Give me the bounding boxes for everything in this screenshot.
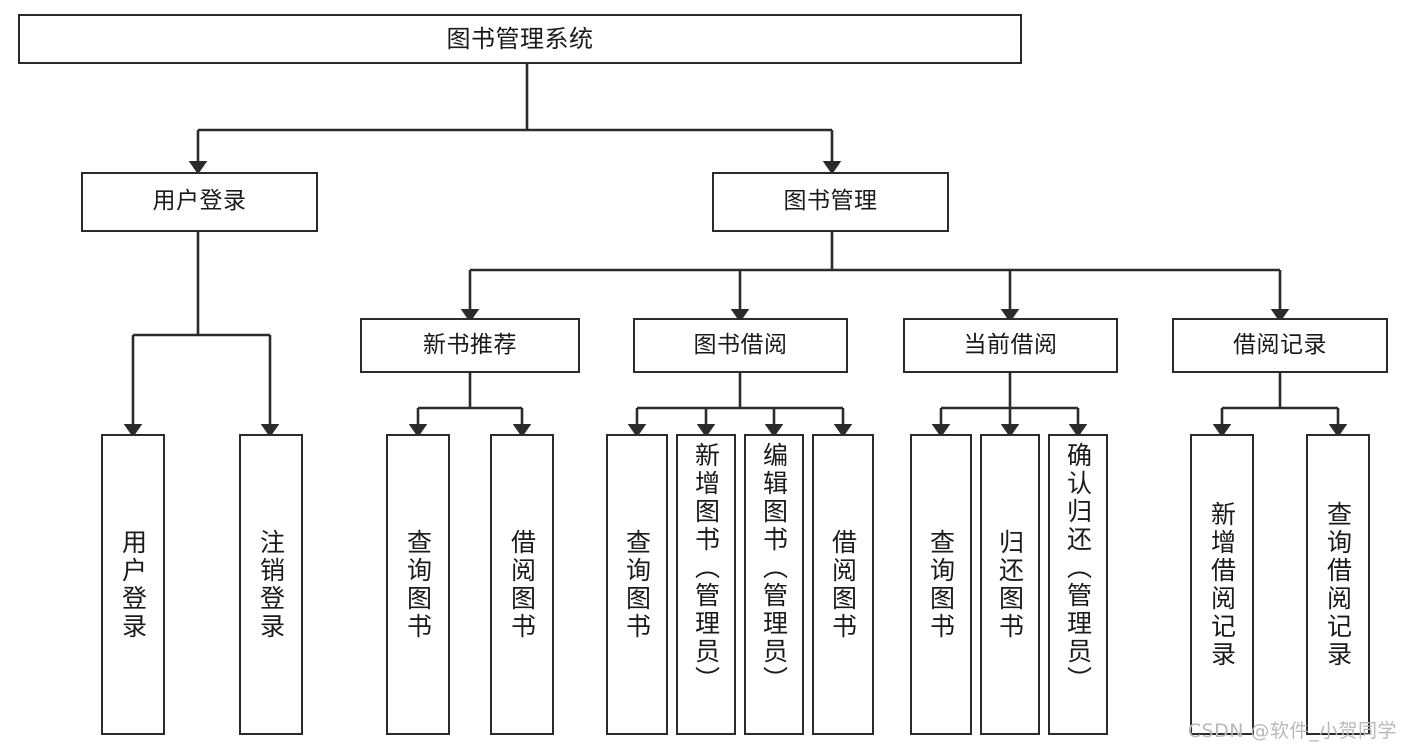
node-user-login[interactable]: 用户登录 bbox=[81, 172, 318, 232]
leaf-bb-edit-book-admin[interactable]: 编辑图书（管理员） bbox=[744, 434, 804, 735]
watermark: CSDN @软件_小贺同学 bbox=[1187, 720, 1397, 742]
node-label: 图书管理 bbox=[783, 188, 878, 215]
leaf-br-query-record[interactable]: 查询借阅记录 bbox=[1306, 434, 1370, 735]
node-book-management[interactable]: 图书管理 bbox=[712, 172, 949, 232]
leaf-user-login[interactable]: 用户登录 bbox=[101, 434, 165, 735]
node-borrow-record[interactable]: 借阅记录 bbox=[1172, 318, 1388, 373]
node-label: 新增借阅记录 bbox=[1207, 500, 1237, 669]
node-label: 借阅记录 bbox=[1233, 331, 1327, 358]
leaf-bb-query-book[interactable]: 查询图书 bbox=[606, 434, 668, 735]
leaf-nb-query-book[interactable]: 查询图书 bbox=[386, 434, 450, 735]
node-label: 注销登录 bbox=[256, 528, 286, 641]
node-label: 查询图书 bbox=[403, 528, 433, 641]
leaf-cb-query-book[interactable]: 查询图书 bbox=[910, 434, 972, 735]
node-label: 编辑图书（管理员） bbox=[759, 442, 789, 694]
node-root-system[interactable]: 图书管理系统 bbox=[18, 14, 1022, 64]
leaf-cb-confirm-return-admin[interactable]: 确认归还（管理员） bbox=[1048, 434, 1108, 735]
leaf-logout[interactable]: 注销登录 bbox=[239, 434, 303, 735]
leaf-bb-borrow-book[interactable]: 借阅图书 bbox=[812, 434, 874, 735]
leaf-bb-add-book-admin[interactable]: 新增图书（管理员） bbox=[676, 434, 736, 735]
node-label: 新增图书（管理员） bbox=[691, 442, 721, 694]
node-label: 新书推荐 bbox=[423, 331, 517, 358]
leaf-cb-return-book[interactable]: 归还图书 bbox=[980, 434, 1040, 735]
node-label: 借阅图书 bbox=[507, 528, 537, 641]
node-label: 图书借阅 bbox=[693, 331, 788, 358]
node-label: 用户登录 bbox=[152, 188, 247, 215]
node-label: 用户登录 bbox=[118, 528, 148, 641]
node-book-borrow[interactable]: 图书借阅 bbox=[633, 318, 848, 373]
node-label: 查询借阅记录 bbox=[1323, 500, 1353, 669]
node-label: 确认归还（管理员） bbox=[1063, 442, 1093, 694]
node-new-book-recommend[interactable]: 新书推荐 bbox=[360, 318, 580, 373]
node-label: 归还图书 bbox=[995, 528, 1025, 641]
node-label: 查询图书 bbox=[926, 528, 956, 641]
leaf-nb-borrow-book[interactable]: 借阅图书 bbox=[490, 434, 554, 735]
node-current-borrow[interactable]: 当前借阅 bbox=[903, 318, 1118, 373]
node-label: 图书管理系统 bbox=[446, 24, 594, 53]
leaf-br-add-record[interactable]: 新增借阅记录 bbox=[1190, 434, 1254, 735]
node-label: 当前借阅 bbox=[963, 331, 1058, 358]
node-label: 借阅图书 bbox=[828, 528, 858, 641]
node-label: 查询图书 bbox=[622, 528, 652, 641]
